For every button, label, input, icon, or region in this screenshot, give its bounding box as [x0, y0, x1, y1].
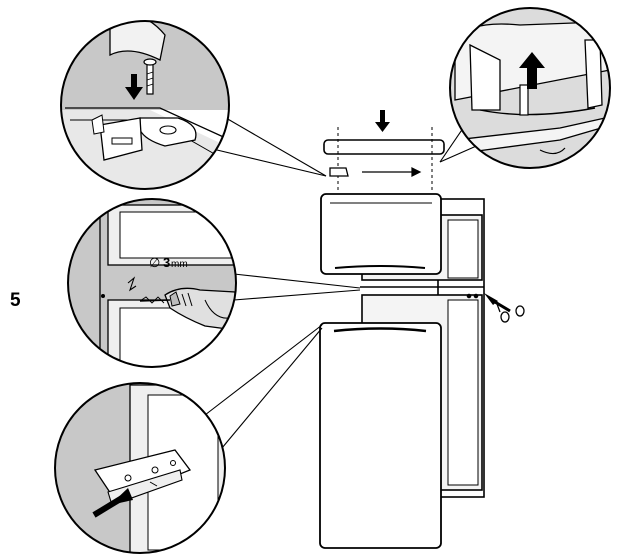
drill-diameter-value: 3: [163, 255, 170, 270]
slide-arrow: [362, 167, 422, 177]
callout-lines: [195, 117, 491, 449]
drill-diameter-unit: mm: [171, 259, 188, 270]
alignment-guides: [337, 127, 433, 190]
top-plate: [323, 139, 445, 155]
cover-cap: [329, 167, 349, 177]
mounting-hole: [466, 293, 472, 299]
detail-bottom-hinge: [54, 382, 226, 554]
detail-top-cover: [449, 7, 611, 169]
detail-drill: ∅ 3 mm: [67, 198, 237, 368]
down-arrow-icon: [375, 110, 390, 132]
up-arrow-icon: [519, 52, 545, 89]
drill-diameter-symbol: ∅: [149, 255, 160, 270]
step-number: 5: [10, 290, 21, 311]
hinge-screws: [496, 303, 525, 323]
cabinet-inner-upper: [447, 219, 479, 279]
down-arrow-icon: [125, 74, 143, 100]
detail-top-hinge: [60, 20, 230, 190]
cabinet-inner-lower: [447, 299, 479, 486]
mounting-hole: [473, 293, 479, 299]
pointer-arrow-icon: [484, 293, 511, 313]
right-arrow-icon: [92, 488, 133, 518]
upper-door: [320, 193, 442, 275]
appliance: [319, 139, 485, 549]
lower-door: [319, 322, 442, 549]
